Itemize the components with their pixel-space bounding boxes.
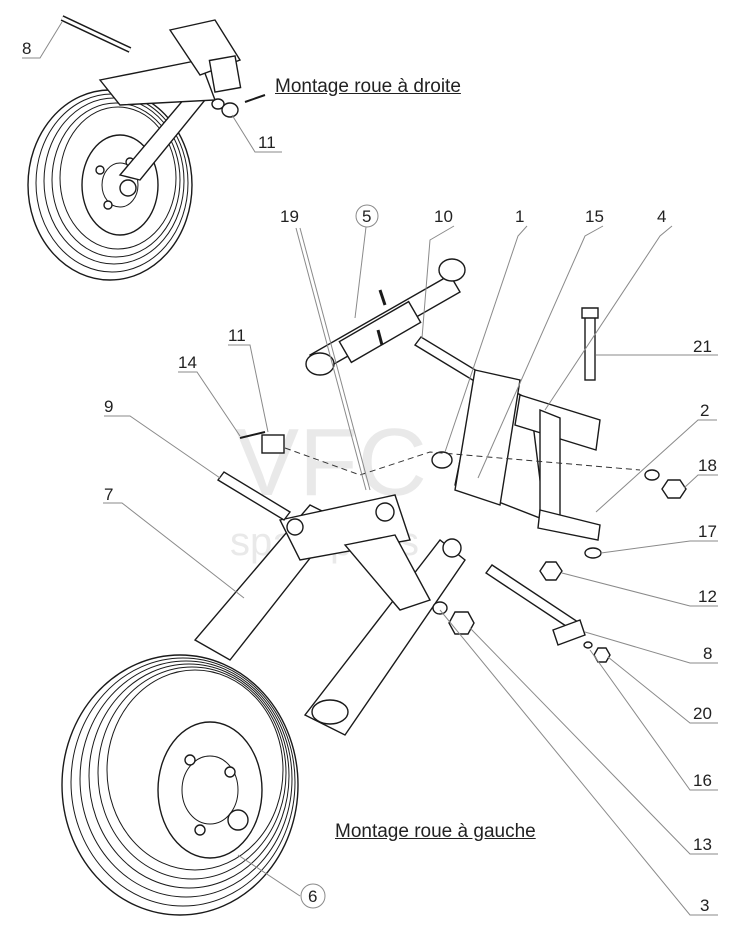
svg-text:18: 18 [698,456,717,475]
nut-13 [448,611,475,635]
svg-text:10: 10 [434,207,453,226]
callout-2: 2 [595,401,717,513]
right-mount-illustration [27,15,266,281]
svg-text:8: 8 [22,39,31,58]
caption-left-mount: Montage roue à gauche [335,821,536,842]
svg-text:16: 16 [693,771,712,790]
callout-13: 13 [469,627,718,855]
callout-17: 17 [600,522,718,554]
svg-text:6: 6 [308,887,317,906]
svg-text:17: 17 [698,522,717,541]
nut-12 [539,561,563,581]
shaft-9 [216,471,292,521]
cylinder-5 [305,258,466,376]
caption-right-mount: Montage roue à droite [275,76,461,97]
svg-text:1: 1 [515,207,524,226]
callout-11: 11 [228,326,269,433]
svg-text:14: 14 [178,353,197,372]
shaft-8 [484,564,580,631]
svg-text:9: 9 [104,397,113,416]
wheel-6 [61,654,299,916]
svg-text:15: 15 [585,207,604,226]
svg-text:3: 3 [700,896,709,915]
callout-1: 1 [444,207,528,453]
bushing-1 [431,451,453,469]
callout-7: 7 [103,485,245,599]
washer-18 [644,469,660,481]
callout-21: 21 [596,337,718,356]
svg-text:11: 11 [258,133,276,152]
svg-text:8: 8 [703,644,712,663]
callout-19: 19 [280,207,371,491]
svg-text:20: 20 [693,704,712,723]
callout-top-8: 8 [22,21,63,59]
callout-10: 10 [421,207,455,339]
link-plate-2 [537,509,601,541]
washer-17 [584,547,602,559]
svg-text:7: 7 [104,485,113,504]
callout-14: 14 [178,353,241,437]
callout-9: 9 [104,397,221,479]
callout-12: 12 [561,572,718,607]
callout-3: 3 [439,609,718,916]
left-mount-illustration [61,258,687,916]
callout-4: 4 [544,207,673,411]
svg-text:12: 12 [698,587,717,606]
svg-text:21: 21 [693,337,712,356]
callout-16: 16 [589,649,718,791]
screw-20 [593,647,611,663]
svg-text:13: 13 [693,835,712,854]
callout-5: 5 [354,204,379,319]
nut-11 [261,434,285,454]
svg-text:5: 5 [362,207,371,226]
svg-text:19: 19 [280,207,299,226]
svg-text:2: 2 [700,401,709,420]
callout-top-11: 11 [231,114,282,153]
bolt-21 [584,309,596,381]
callout-6: 6 [237,854,326,909]
bracket-body [343,534,432,611]
callout-18: 18 [683,456,718,489]
callout-20: 20 [607,656,718,724]
svg-text:4: 4 [657,207,666,226]
callout-8: 8 [584,631,718,664]
callout-15: 15 [477,207,604,479]
svg-text:11: 11 [228,326,246,345]
